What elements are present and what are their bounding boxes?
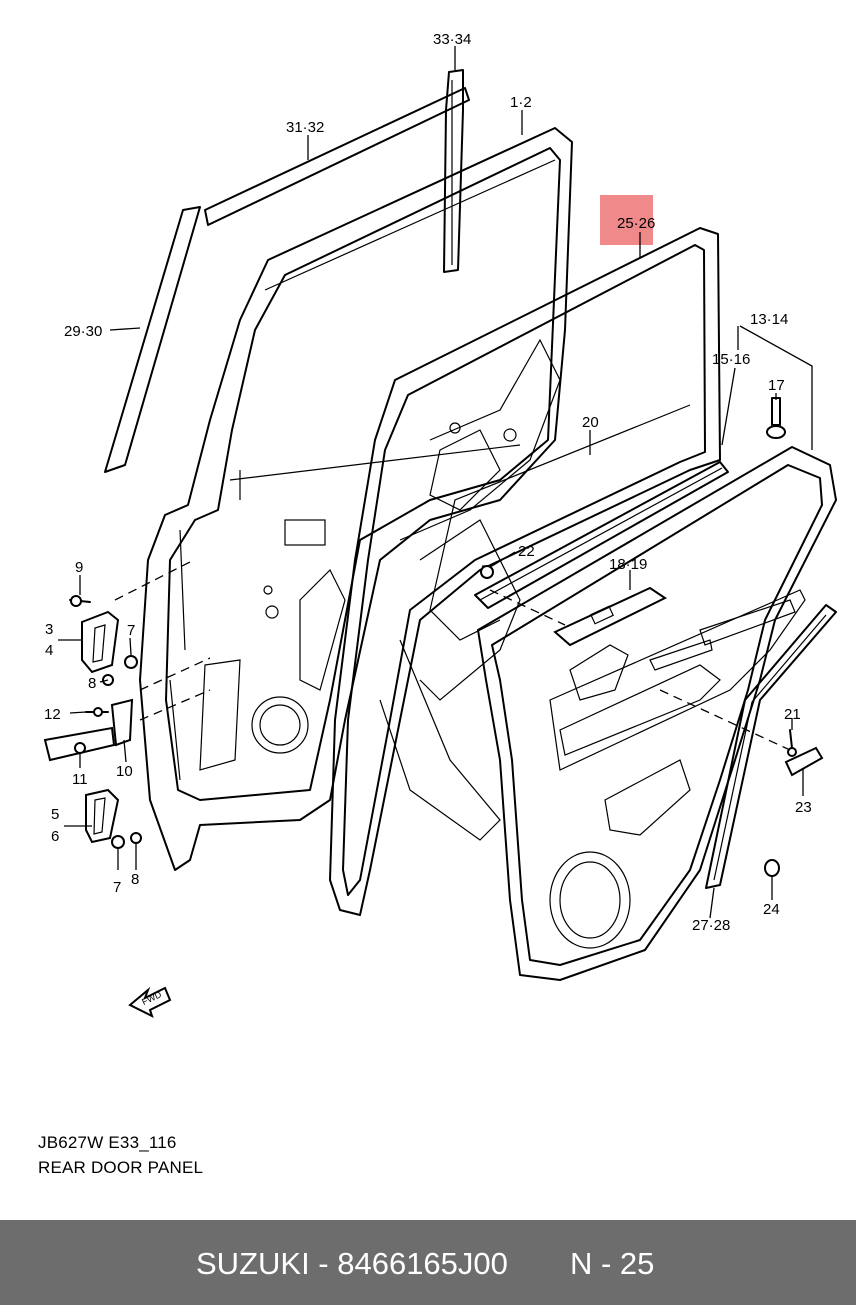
label-24: 24 <box>763 901 780 918</box>
clip-17 <box>766 397 786 439</box>
label-18-19: 18·19 <box>609 556 647 573</box>
label-6: 6 <box>51 828 59 845</box>
bolt-11 <box>74 742 86 754</box>
screw-21 <box>787 729 797 757</box>
label-25-26: 25·26 <box>617 215 655 232</box>
label-33-34: 33·34 <box>433 31 471 48</box>
leader-lines <box>58 46 813 919</box>
label-4: 4 <box>45 642 53 659</box>
label-20: 20 <box>582 414 599 431</box>
parts-diagram: FWD 33·34 1·2 <box>43 31 837 1018</box>
label-31-32: 31·32 <box>286 119 324 136</box>
label-3: 3 <box>45 621 53 638</box>
nut-7-lower <box>111 835 125 849</box>
label-7-upper: 7 <box>127 622 135 639</box>
label-17: 17 <box>768 377 785 394</box>
highlight-box <box>600 195 653 245</box>
label-8-upper: 8 <box>88 675 96 692</box>
diagram-title: REAR DOOR PANEL <box>38 1158 204 1177</box>
glass-guide-20 <box>379 404 691 841</box>
diagram-code: JB627W E33_116 <box>38 1133 177 1152</box>
footer-bar: SUZUKI - 8466165J00 N - 25 <box>0 1220 856 1305</box>
belt-weatherstrip-15-16 <box>474 461 729 609</box>
label-15-16: 15·16 <box>712 351 750 368</box>
label-27-28: 27·28 <box>692 917 730 934</box>
lower-hinge-5-6 <box>85 788 120 844</box>
washer-8-lower <box>130 832 142 844</box>
weatherstrip-31-32 <box>204 87 470 226</box>
label-22: 22 <box>518 543 535 560</box>
label-5: 5 <box>51 806 59 823</box>
footer-page: N - 25 <box>570 1246 655 1281</box>
door-weatherstrip-25-26 <box>329 227 721 916</box>
label-7-lower: 7 <box>113 879 121 896</box>
label-8-lower: 8 <box>131 871 139 888</box>
label-13-14: 13·14 <box>750 311 788 328</box>
part-labels: 33·34 1·2 31·32 25·26 29·30 13·14 15·16 … <box>44 31 812 934</box>
upper-hinge-3-4 <box>81 610 120 674</box>
label-23: 23 <box>795 799 812 816</box>
clip-22 <box>480 565 494 579</box>
pillar-molding-29-30 <box>104 206 201 473</box>
clip-24 <box>764 859 780 877</box>
label-10: 10 <box>116 763 133 780</box>
label-21: 21 <box>784 706 801 723</box>
bolt-12 <box>85 707 109 717</box>
door-trim-panel <box>477 446 837 981</box>
door-shell-1-2 <box>139 127 573 871</box>
cover-23 <box>784 746 824 777</box>
nut-7-upper <box>124 655 138 669</box>
label-1-2: 1·2 <box>510 94 532 111</box>
label-12: 12 <box>44 706 61 723</box>
label-29-30: 29·30 <box>64 323 102 340</box>
footer-part-number: SUZUKI - 8466165J00 <box>196 1246 508 1281</box>
label-9: 9 <box>75 559 83 576</box>
window-switch-18-19 <box>553 586 667 647</box>
label-11: 11 <box>72 771 88 788</box>
bolt-9 <box>69 595 91 607</box>
front-arrow: FWD <box>128 986 172 1018</box>
molding-27-28 <box>705 604 837 889</box>
